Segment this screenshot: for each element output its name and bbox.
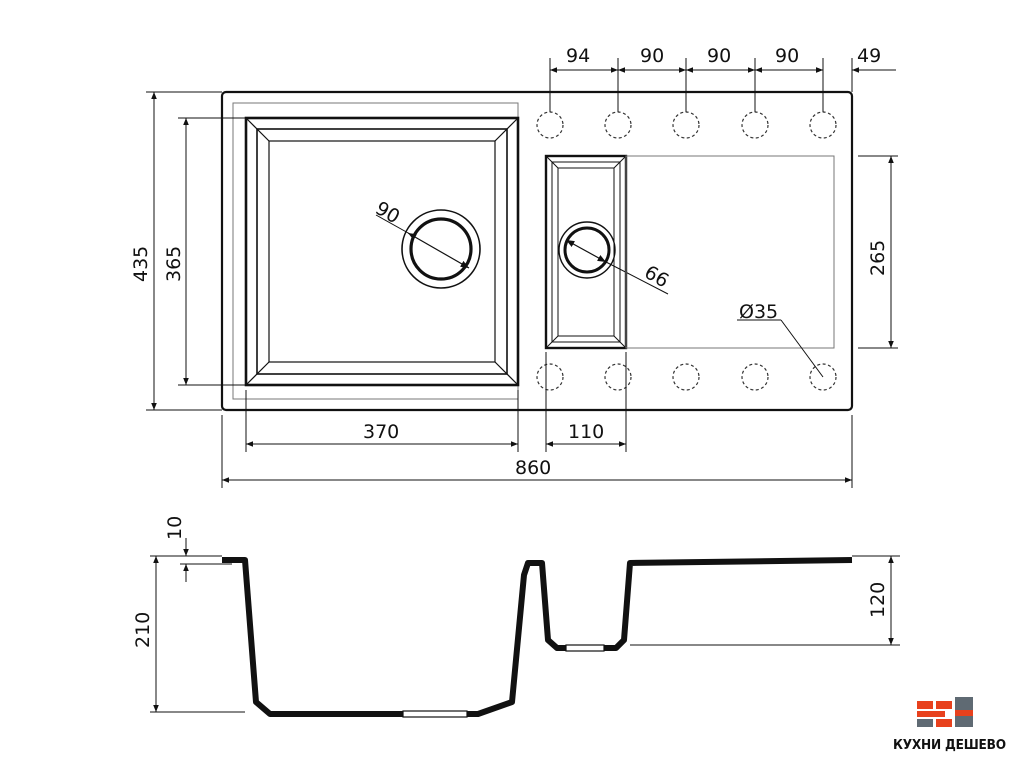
- small-bowl-width-label: 110: [568, 421, 604, 443]
- small-bowl: 66: [544, 154, 673, 350]
- hole-spacing-dimension: [549, 58, 896, 112]
- tap-hole-diameter-label: Ø35: [739, 301, 778, 323]
- logo-mark: [917, 697, 973, 727]
- side-view: 10 210 120: [132, 516, 900, 718]
- main-drain: [401, 209, 481, 289]
- total-height-label: 435: [130, 246, 152, 282]
- small-drain-diameter-label: 66: [641, 261, 673, 292]
- hole-spacing-3: 90: [707, 45, 731, 67]
- small-bowl-depth-label: 120: [867, 582, 889, 618]
- hole-spacing-5: 49: [857, 45, 881, 67]
- bowl-height-label: 365: [163, 246, 185, 282]
- logo-text: КУХНИ ДЕШЕВО: [893, 737, 1006, 753]
- main-bowl-width-label: 370: [363, 421, 399, 443]
- hole-spacing-1: 94: [566, 45, 590, 67]
- main-bowl: 90: [232, 102, 520, 400]
- drainboard-height-label: 265: [867, 240, 889, 276]
- small-drain: [558, 221, 616, 279]
- sink-outline: [220, 90, 854, 412]
- sink-section-profile: [222, 557, 853, 717]
- main-drain-diameter-label: 90: [372, 197, 404, 228]
- hole-spacing-2: 90: [640, 45, 664, 67]
- total-width-label: 860: [515, 457, 551, 479]
- hole-spacing-4: 90: [775, 45, 799, 67]
- main-bowl-depth-label: 210: [132, 612, 154, 648]
- top-view: 90 66 Ø35: [130, 45, 898, 488]
- rim-thickness-label: 10: [164, 516, 186, 540]
- drainboard: [625, 155, 835, 349]
